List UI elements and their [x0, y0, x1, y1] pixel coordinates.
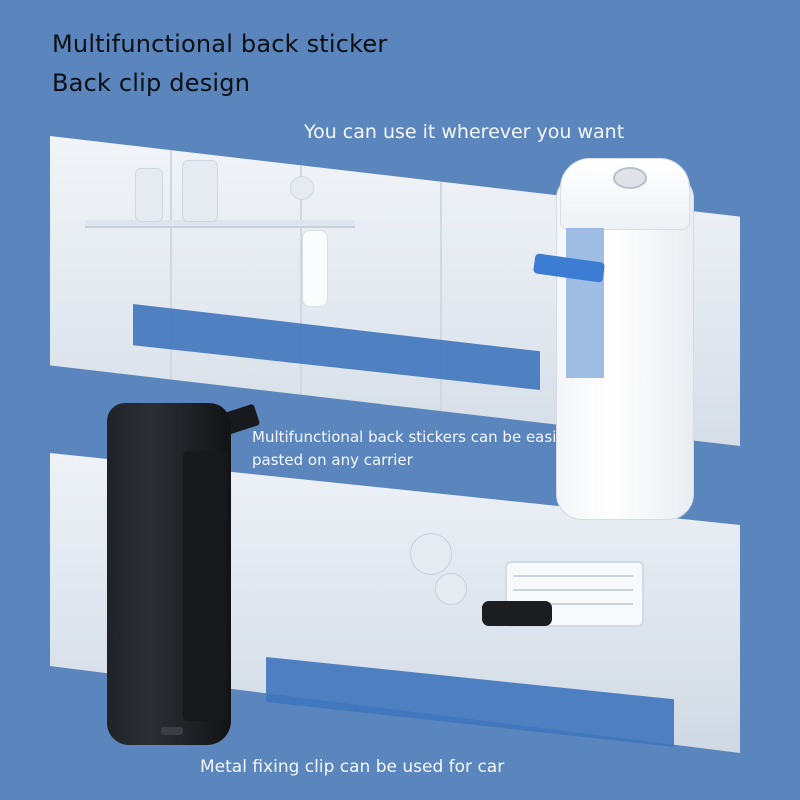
black-device-image	[107, 395, 261, 745]
shelf	[85, 220, 355, 228]
headline-line-2: Back clip design	[52, 69, 251, 97]
back-sticker	[566, 228, 604, 378]
headline-line-1: Multifunctional back sticker	[52, 30, 388, 58]
caption-use-anywhere: You can use it wherever you want	[304, 121, 625, 143]
port-icon	[161, 727, 183, 735]
caption-car-clip: Metal fixing clip can be used for car	[200, 757, 505, 777]
caption-back-sticker: Multifunctional back stickers can be eas…	[252, 428, 570, 469]
port-icon	[613, 167, 647, 189]
mounted-device-thumbnail	[302, 230, 328, 307]
clipped-device-thumbnail	[482, 601, 552, 626]
white-device-image	[532, 158, 694, 520]
